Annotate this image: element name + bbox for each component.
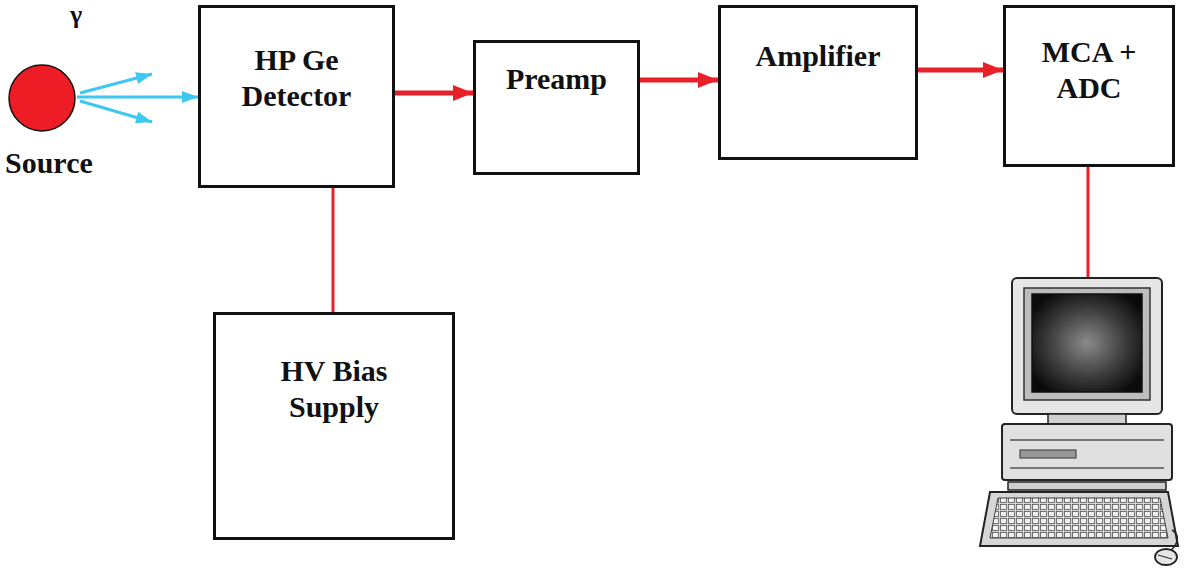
gamma-ray [80, 74, 152, 93]
power-supply-box: HV Bias Supply [213, 312, 455, 540]
mca-box: MCA + ADC [1003, 5, 1175, 167]
computer-icon [980, 278, 1178, 565]
source-circle [7, 63, 77, 133]
box-label: Preamp [482, 61, 632, 97]
signal-arrow [395, 91, 473, 96]
box-label: Amplifier [728, 38, 908, 74]
data-cable [1087, 167, 1090, 278]
edge-label: γ [70, 2, 82, 28]
source-label: Source [5, 145, 93, 181]
amplifier-box: Amplifier [718, 5, 918, 160]
box-label: HV Bias Supply [264, 353, 404, 425]
gamma-ray [80, 101, 152, 122]
signal-arrow [918, 68, 1003, 73]
gamma-ray [77, 96, 198, 99]
preamp-box: Preamp [473, 40, 640, 175]
box-label: HP Ge Detector [222, 42, 372, 114]
source-circle [9, 65, 75, 131]
box-label: MCA + ADC [1034, 34, 1144, 106]
bias-cable [332, 188, 335, 312]
signal-arrow [640, 78, 718, 83]
detector-box: HP Ge Detector [198, 5, 395, 188]
radiation-source: Source [7, 63, 77, 133]
